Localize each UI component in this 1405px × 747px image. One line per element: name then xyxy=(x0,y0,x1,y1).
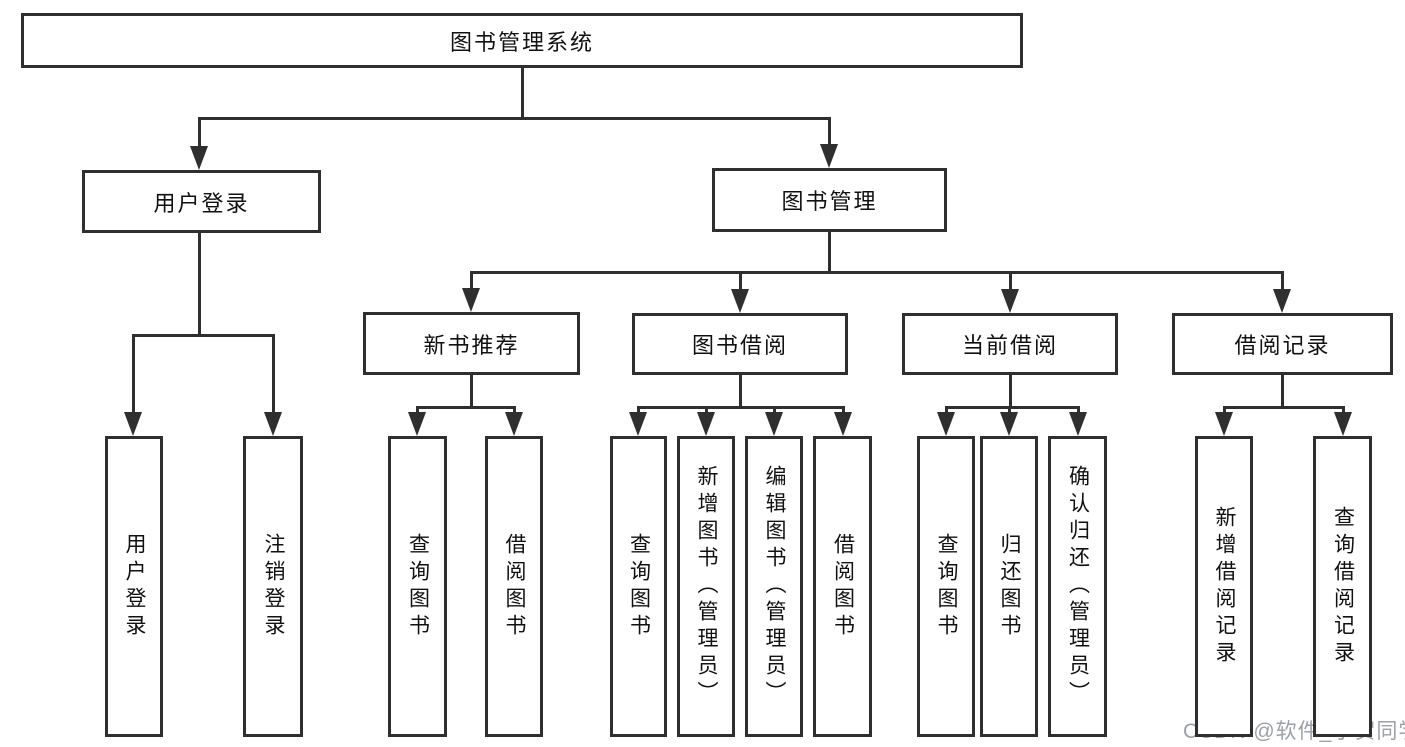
node-leaf-query-books-3: 查询图书 xyxy=(917,436,975,737)
connector-drop-new-book-recommend xyxy=(469,375,473,409)
connector-rail-user-login xyxy=(131,333,275,337)
arrow-shaft-root-1 xyxy=(827,118,831,146)
node-label-book-borrowing: 图书借阅 xyxy=(691,333,788,358)
connector-rail-borrowing-records xyxy=(1222,405,1345,409)
connector-rail-root xyxy=(197,116,831,120)
arrowhead-icon-book-borrowing-0 xyxy=(629,412,647,436)
node-leaf-user-login: 用户登录 xyxy=(105,436,163,737)
arrow-shaft-current-borrowing-0 xyxy=(944,407,948,414)
arrowhead-icon-current-borrowing-1 xyxy=(1000,412,1018,436)
arrowhead-icon-root-1 xyxy=(820,144,838,168)
connector-drop-root xyxy=(520,68,524,120)
arrowhead-icon-book-management-1 xyxy=(731,289,749,313)
node-label-borrowing-records: 借阅记录 xyxy=(1234,333,1331,358)
connector-drop-borrowing-records xyxy=(1280,375,1284,409)
node-label-leaf-logout: 注销登录 xyxy=(262,532,285,641)
node-new-book-recommend: 新书推荐 xyxy=(363,312,580,375)
arrow-shaft-user-login-0 xyxy=(131,335,135,414)
node-leaf-query-books-1: 查询图书 xyxy=(388,436,447,737)
arrowhead-icon-user-login-0 xyxy=(124,412,142,436)
arrowhead-icon-root-0 xyxy=(190,146,208,170)
arrow-shaft-book-management-3 xyxy=(1280,272,1284,291)
arrowhead-icon-new-book-recommend-0 xyxy=(408,412,426,436)
node-leaf-borrow-books-2: 借阅图书 xyxy=(813,436,872,737)
node-label-user-login: 用户登录 xyxy=(153,190,250,216)
node-label-leaf-user-login: 用户登录 xyxy=(123,532,146,641)
node-label-new-book-recommend: 新书推荐 xyxy=(423,332,520,358)
arrow-shaft-book-borrowing-0 xyxy=(636,407,640,414)
arrow-shaft-book-management-2 xyxy=(1008,272,1012,291)
connector-rail-new-book-recommend xyxy=(415,405,516,409)
node-label-leaf-add-borrow-record: 新增借阅记录 xyxy=(1213,505,1236,668)
connector-drop-current-borrowing xyxy=(1008,375,1012,409)
node-leaf-return-books: 归还图书 xyxy=(980,436,1038,737)
node-leaf-logout: 注销登录 xyxy=(243,436,303,737)
node-leaf-add-borrow-record: 新增借阅记录 xyxy=(1195,436,1253,737)
node-leaf-confirm-return-admin: 确认归还（管理员） xyxy=(1048,436,1107,737)
node-label-leaf-query-borrow-record: 查询借阅记录 xyxy=(1331,505,1355,668)
arrow-shaft-current-borrowing-1 xyxy=(1007,407,1011,414)
arrow-shaft-new-book-recommend-0 xyxy=(415,407,419,414)
connector-drop-user-login xyxy=(197,233,201,337)
node-root: 图书管理系统 xyxy=(21,13,1023,68)
node-label-leaf-add-books-admin: 新增图书（管理员） xyxy=(695,465,718,708)
arrow-shaft-book-management-0 xyxy=(469,272,473,290)
node-leaf-query-borrow-record: 查询借阅记录 xyxy=(1313,436,1372,737)
arrowhead-icon-new-book-recommend-1 xyxy=(505,412,523,436)
node-label-leaf-confirm-return-admin: 确认归还（管理员） xyxy=(1066,465,1090,708)
connector-drop-book-borrowing xyxy=(738,375,742,409)
node-book-management: 图书管理 xyxy=(712,168,947,232)
node-label-leaf-borrow-books-1: 借阅图书 xyxy=(503,532,526,641)
node-label-leaf-query-books-3: 查询图书 xyxy=(935,532,958,641)
arrow-shaft-book-borrowing-3 xyxy=(841,407,845,414)
node-current-borrowing: 当前借阅 xyxy=(902,313,1118,375)
node-label-book-management: 图书管理 xyxy=(781,189,878,214)
node-label-leaf-edit-books-admin: 编辑图书（管理员） xyxy=(763,465,786,708)
arrow-shaft-current-borrowing-2 xyxy=(1076,407,1080,414)
connector-drop-book-management xyxy=(827,232,831,274)
node-book-borrowing: 图书借阅 xyxy=(632,313,848,375)
arrow-shaft-book-borrowing-2 xyxy=(772,407,776,414)
arrow-shaft-root-0 xyxy=(197,118,201,148)
arrowhead-icon-borrowing-records-0 xyxy=(1215,412,1233,436)
arrowhead-icon-book-management-3 xyxy=(1273,289,1291,313)
node-label-leaf-query-books-2: 查询图书 xyxy=(627,532,651,641)
arrow-shaft-new-book-recommend-1 xyxy=(512,407,516,414)
node-user-login: 用户登录 xyxy=(82,170,321,233)
arrow-shaft-borrowing-records-1 xyxy=(1341,407,1345,414)
arrowhead-icon-borrowing-records-1 xyxy=(1334,412,1352,436)
arrowhead-icon-current-borrowing-0 xyxy=(937,412,955,436)
arrowhead-icon-book-borrowing-3 xyxy=(834,412,852,436)
connector-rail-current-borrowing xyxy=(944,405,1080,409)
node-label-current-borrowing: 当前借阅 xyxy=(961,333,1058,358)
arrowhead-icon-current-borrowing-2 xyxy=(1069,412,1087,436)
node-label-leaf-return-books: 归还图书 xyxy=(998,532,1021,641)
node-label-leaf-query-books-1: 查询图书 xyxy=(406,532,430,641)
node-borrowing-records: 借阅记录 xyxy=(1172,313,1393,375)
node-leaf-query-books-2: 查询图书 xyxy=(610,436,667,737)
node-leaf-add-books-admin: 新增图书（管理员） xyxy=(677,436,735,737)
node-leaf-edit-books-admin: 编辑图书（管理员） xyxy=(745,436,803,737)
arrow-shaft-user-login-1 xyxy=(271,335,275,414)
connector-rail-book-borrowing xyxy=(636,405,845,409)
connector-rail-book-management xyxy=(469,270,1284,274)
arrowhead-icon-book-management-2 xyxy=(1001,289,1019,313)
arrowhead-icon-book-borrowing-1 xyxy=(697,412,715,436)
node-label-root: 图书管理系统 xyxy=(449,29,594,55)
arrow-shaft-borrowing-records-0 xyxy=(1222,407,1226,414)
arrowhead-icon-book-borrowing-2 xyxy=(765,412,783,436)
arrow-shaft-book-management-1 xyxy=(738,272,742,291)
arrowhead-icon-book-management-0 xyxy=(462,288,480,312)
node-leaf-borrow-books-1: 借阅图书 xyxy=(485,436,543,737)
arrow-shaft-book-borrowing-1 xyxy=(704,407,708,414)
arrowhead-icon-user-login-1 xyxy=(264,412,282,436)
node-label-leaf-borrow-books-2: 借阅图书 xyxy=(831,532,855,641)
